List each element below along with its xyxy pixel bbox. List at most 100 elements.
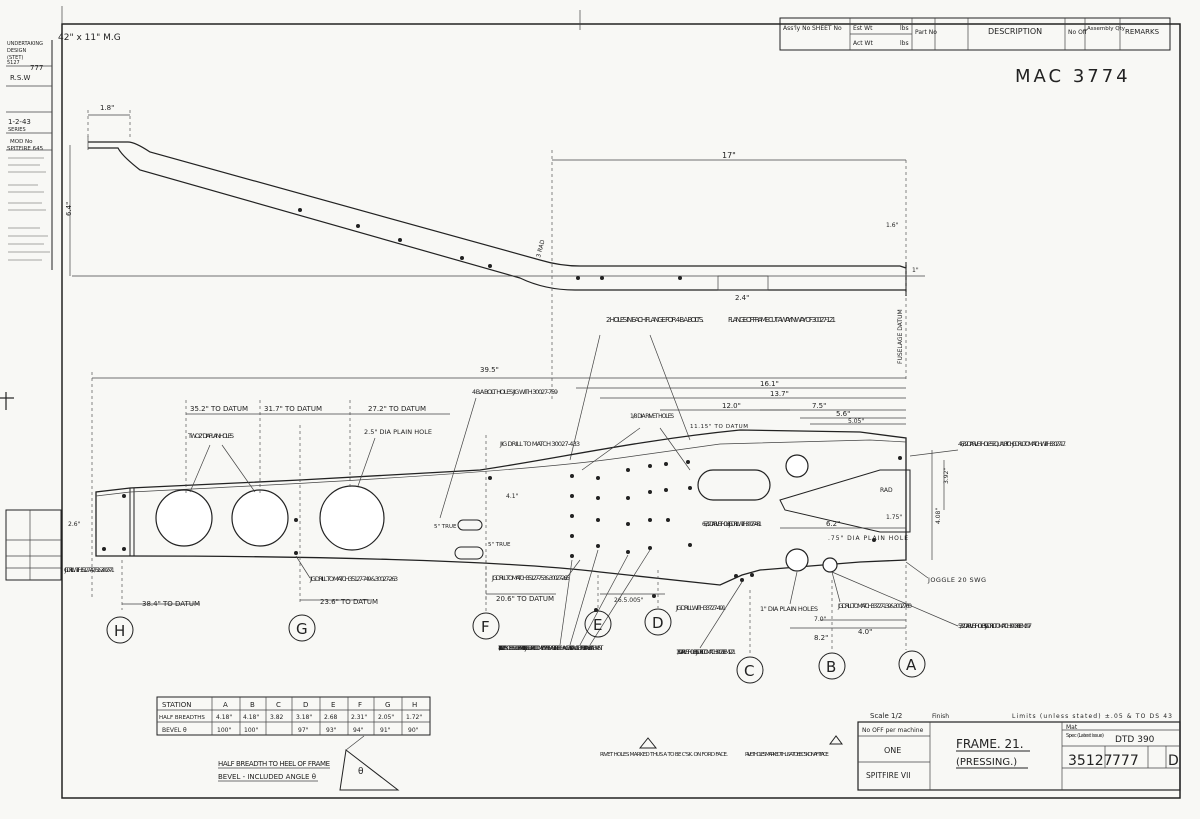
- dim-label: 17": [722, 151, 736, 160]
- note: JIG DRILL WITH 35127-747, 751 & 30027-71: [64, 567, 115, 574]
- note: 6-5/32 DIA RIVET HOLE JIG DRILL WITH 300…: [702, 521, 762, 528]
- dim-label: 39.5": [480, 366, 499, 374]
- note: JIG DRILL TO MATCH 35127-753 & 30027-265: [491, 574, 570, 582]
- header-cell: DESCRIPTION: [988, 27, 1042, 36]
- strip-text: (STET): [7, 55, 23, 61]
- theta-symbol: θ: [358, 767, 364, 777]
- table-cell: 4.18": [243, 714, 259, 721]
- finish-label: Finish: [932, 713, 949, 720]
- dim-label: 3.92": [943, 468, 950, 484]
- table-header: G: [385, 701, 390, 709]
- station-markers: H G F E D C B A: [106, 560, 926, 684]
- station-label: E: [593, 616, 602, 634]
- note: JOGGLE 20 SWG: [927, 576, 986, 584]
- drawing-subtitle: (PRESSING.): [956, 757, 1017, 768]
- limits-label: Limits (unless stated) ±.05 & TO DS 43: [1012, 713, 1172, 720]
- dim-label: 12.0": [722, 402, 741, 410]
- dim-label: 7.0": [814, 616, 827, 623]
- dim-label: 16.1": [760, 380, 779, 388]
- table-cell: 2.31": [351, 714, 367, 721]
- strip-text: 1-2-43: [8, 118, 31, 126]
- title-block: Scale 1/2 Finish Limits (unless stated) …: [857, 712, 1181, 791]
- note: RAD: [880, 487, 893, 494]
- note: 8 - 1/4" DIA. FIT'B HOLES NOTE: THESE HO…: [498, 645, 604, 652]
- station-label: C: [744, 662, 754, 680]
- dim-label: 1.75": [886, 514, 902, 521]
- header-strip: Ass'ly No SHEET No Est Wt Act Wt lbs lbs…: [779, 17, 1171, 51]
- station-label: G: [296, 620, 308, 638]
- station-label: H: [114, 622, 125, 640]
- table-header: E: [331, 701, 335, 709]
- header-cell: Est Wt: [853, 25, 873, 32]
- paper-size: 42" x 11" M.G: [58, 33, 121, 43]
- table-cell: 4.18": [216, 714, 232, 721]
- table-header: B: [250, 701, 255, 709]
- dim-label: 1.8": [100, 104, 114, 112]
- dim-label: 8.2": [814, 634, 828, 642]
- dim-label: 5.05": [848, 418, 864, 425]
- note: TWO 2" DIA PLAIN HOLES: [187, 432, 234, 440]
- dim-label: 31.7" TO DATUM: [264, 405, 322, 413]
- note: RIVET HOLES MARKED THUS A TO BE C'SK ON …: [745, 752, 829, 758]
- note: 2.5" DIA PLAIN HOLE: [364, 428, 432, 436]
- note: RIVET HOLES MARKED THUS A TO BE C'SK. ON…: [600, 752, 728, 758]
- note: 2 HOLES IN EACH FLANGE FOR 4 B.A BOLTS.: [606, 316, 704, 324]
- note: 4.1": [506, 493, 519, 500]
- note: 4 - 5/32 DIA RIVET HOLES EQUAL PITCH. JI…: [958, 440, 1066, 448]
- no-off-label: No OFF per machine: [862, 727, 924, 734]
- strip-text: R.S.W: [10, 74, 31, 82]
- note: 1" DIA PLAIN HOLES: [760, 605, 818, 613]
- station-label: B: [826, 658, 836, 676]
- no-off-value: ONE: [884, 746, 901, 755]
- header-cell: lbs: [900, 40, 909, 47]
- station-label: F: [481, 618, 490, 636]
- note: JIG DRILL TO MATCH 30027-433: [499, 440, 580, 448]
- strip-text: MOD No: [10, 139, 33, 145]
- header-cell: Ass'ly No: [783, 25, 811, 32]
- dim-label: FUSELAGE DATUM: [897, 309, 904, 364]
- table-cell: 97": [298, 727, 309, 734]
- dim-label: 6.4": [65, 202, 73, 216]
- strip-text: SERIES: [8, 127, 26, 133]
- station-label: A: [906, 656, 917, 674]
- table-header: C: [276, 701, 281, 709]
- table-cell: 91": [380, 727, 391, 734]
- dim-label: 35.2" TO DATUM: [190, 405, 248, 413]
- note: BEVEL - INCLUDED ANGLE θ: [218, 773, 316, 781]
- note: 11.15" TO DATUM: [690, 424, 748, 430]
- lower-dimensions: 39.5" 16.1" 13.7" 12.0" 7.5" 5.6" 5.05" …: [91, 366, 950, 642]
- note: 4 B.A BOLT HOLES JIG WITH 30027-759: [472, 388, 558, 396]
- note: 5/32 DIA RIVET HOLES JIG DRILL TO MATCH …: [958, 622, 1032, 630]
- machine-label: SPITFIRE VII: [866, 771, 911, 780]
- rivet-notes: RIVET HOLES MARKED THUS A TO BE C'SK. ON…: [600, 735, 843, 758]
- note: FLANGE OF FRAME CUT AWAY IN WAY OF 30027…: [728, 316, 836, 324]
- table-header: H: [412, 701, 417, 709]
- dim-label: 3 RAD: [535, 239, 547, 259]
- note: 5" TRUE: [434, 524, 457, 530]
- drawing-number: 35127: [1068, 753, 1113, 769]
- material-label: Mat: [1066, 724, 1078, 731]
- table-cell: HALF BREADTHS: [159, 715, 205, 721]
- frame-body: [95, 429, 911, 612]
- header-cell: Act Wt: [853, 40, 873, 47]
- header-cell: Assembly Qty: [1087, 26, 1126, 32]
- note: .75" DIA PLAIN HOLE: [828, 535, 908, 542]
- header-cell: lbs: [900, 25, 909, 32]
- table-header: F: [358, 701, 362, 709]
- drawing-mark: MAC 3774: [1015, 66, 1131, 87]
- note: HALF BREADTH TO HEEL OF FRAME: [218, 760, 330, 768]
- dim-label: 2.4": [735, 294, 749, 302]
- dim-label: 20.6" TO DATUM: [496, 595, 554, 603]
- spec-label: Spec (Latest issue): [1066, 733, 1104, 739]
- dim-label: 4.08": [935, 508, 942, 524]
- station-table: STATION A B C D E F G H HALF BREADTHS 4.…: [156, 696, 431, 736]
- table-header: A: [223, 701, 228, 709]
- table-cell: 2.05": [378, 714, 394, 721]
- table-cell: BEVEL θ: [162, 727, 187, 734]
- upper-view: 1.8" 17" 6.4" 3 RAD 2.4" 1.6" 1" FUSELAG…: [65, 104, 925, 461]
- strip-text: SPITFIRE 645: [7, 146, 44, 152]
- spec-value: DTD 390: [1115, 735, 1155, 745]
- header-cell: Part No: [915, 29, 937, 36]
- dim-label: 5.6": [836, 410, 850, 418]
